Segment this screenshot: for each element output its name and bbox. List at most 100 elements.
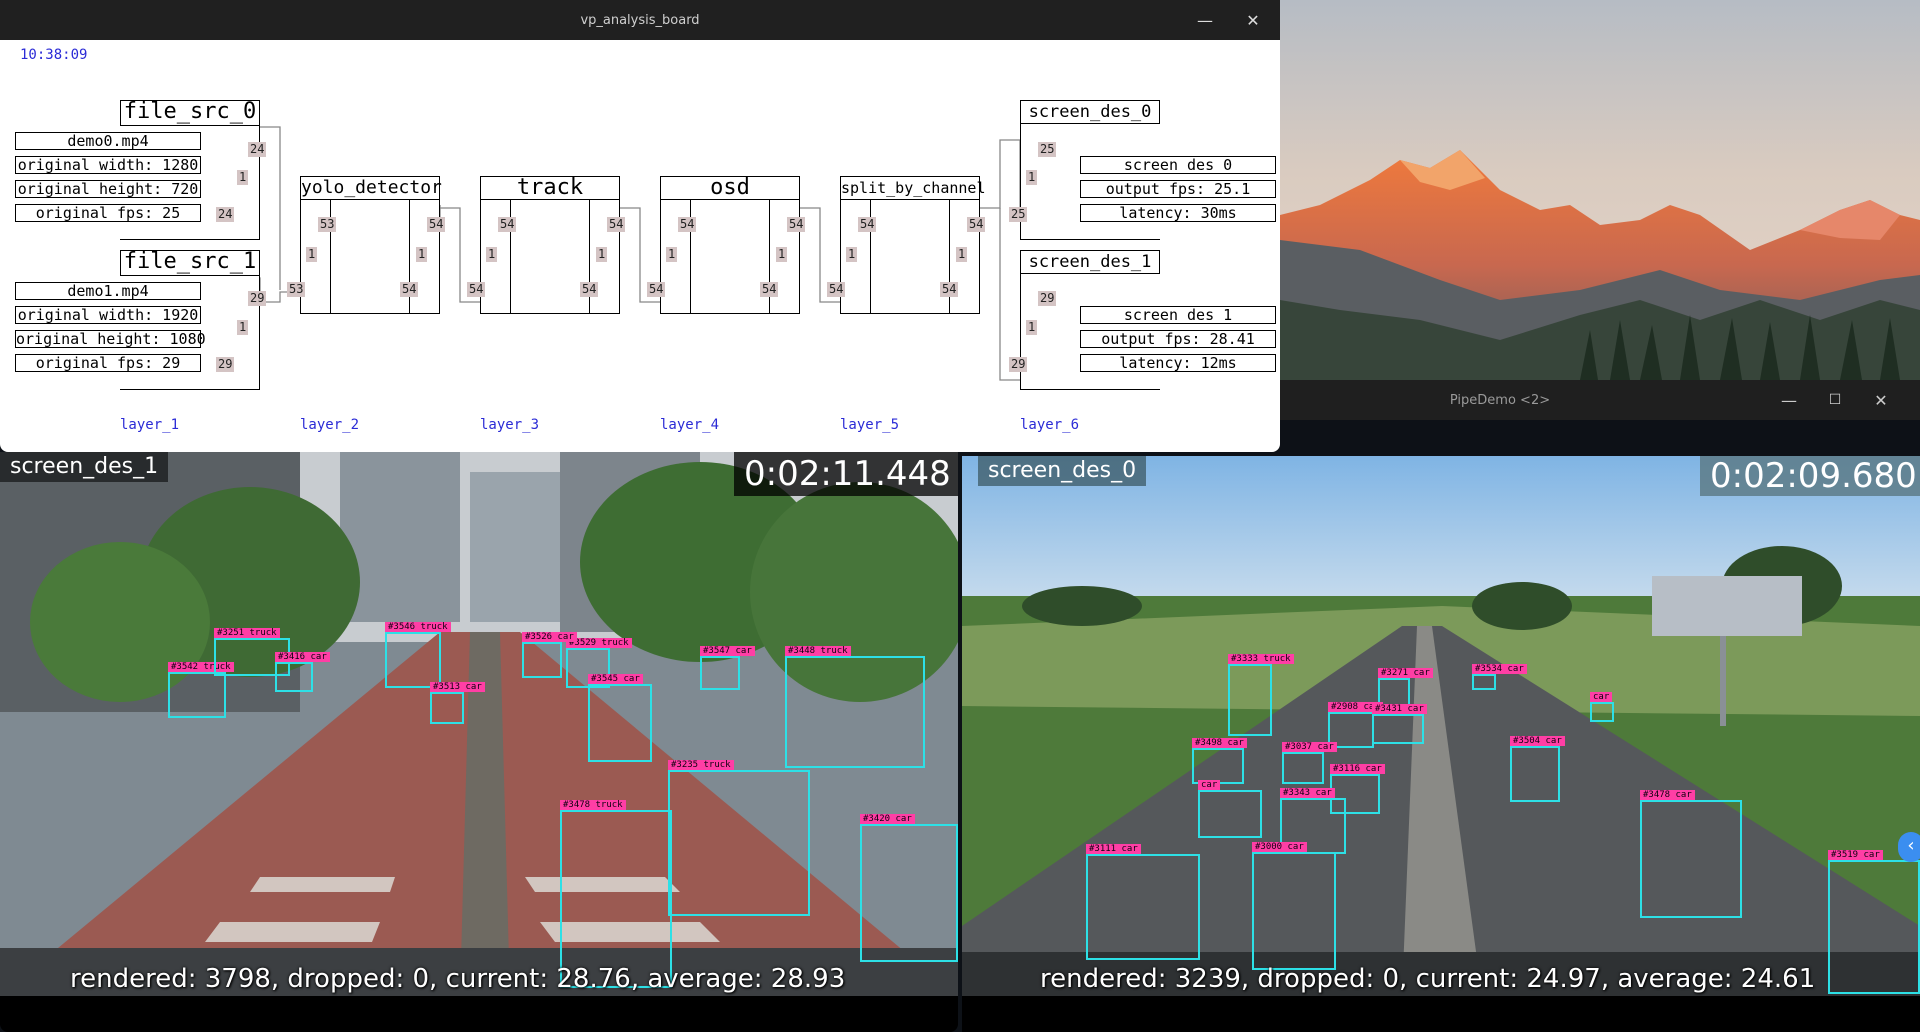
screen-des-0-prop-latency: latency: 30ms xyxy=(1080,204,1276,222)
left-detection-box xyxy=(668,770,810,916)
file-src-0-port-mid: 1 xyxy=(237,170,249,185)
node-osd-title: osd xyxy=(660,176,800,200)
left-detection-tag: #3513 car xyxy=(430,682,485,692)
board-close-button[interactable]: ✕ xyxy=(1246,10,1260,30)
right-detection-tag: car xyxy=(1590,692,1613,702)
osd-port-mid-l: 1 xyxy=(666,247,678,262)
right-detection-tag: #2908 car xyxy=(1328,702,1383,712)
screen-des-0-port-top: 25 xyxy=(1038,142,1057,157)
yolo-port-in-b: 53 xyxy=(287,282,306,297)
board-minimize-button[interactable]: — xyxy=(1197,10,1213,30)
right-video-bottom-bar xyxy=(962,996,1920,1032)
right-video-view[interactable]: #3333 truck #3534 car car #3271 car #2908 ca… xyxy=(962,456,1920,996)
layer-label-3: layer_3 xyxy=(480,417,540,433)
right-detection-box xyxy=(1590,702,1614,722)
file-src-1-prop-file: demo1.mp4 xyxy=(15,282,201,300)
left-detection-tag: #3448 truck xyxy=(785,646,851,656)
right-detection-tag: #3504 car xyxy=(1510,736,1565,746)
right-detection-tag: #3478 car xyxy=(1640,790,1695,800)
node-screen-des-1-title: screen_des_1 xyxy=(1020,250,1160,274)
right-detection-tag: car xyxy=(1198,780,1221,790)
right-detection-tag: #3431 car xyxy=(1372,704,1427,714)
node-split-core xyxy=(870,198,950,314)
layer-label-6: layer_6 xyxy=(1020,417,1080,433)
pipedemo-maximize-button[interactable]: ☐ xyxy=(1828,392,1842,408)
yolo-port-mid-r: 1 xyxy=(416,247,428,262)
right-detection-box xyxy=(1086,854,1200,960)
left-detection-tag: #3251 truck xyxy=(214,628,280,638)
right-detection-tag: #3333 truck xyxy=(1228,654,1294,664)
osd-port-out-b: 54 xyxy=(760,282,779,297)
screen-des-1-prop-latency: latency: 12ms xyxy=(1080,354,1276,372)
split-port-mid-l: 1 xyxy=(846,247,858,262)
file-src-0-prop-width: original_width: 1280 xyxy=(15,156,201,174)
right-video-stats: rendered: 3239, dropped: 0, current: 24.… xyxy=(1040,964,1816,994)
left-detection-tag: #3546 truck xyxy=(385,622,451,632)
node-split-by-channel-title: split_by_channel xyxy=(840,176,986,200)
left-video-bottom-bar xyxy=(0,996,958,1032)
track-port-mid-r: 1 xyxy=(596,247,608,262)
file-src-0-prop-fps: original_fps: 25 xyxy=(15,204,201,222)
left-detection-box xyxy=(522,642,562,678)
analysis-board-title-bar[interactable]: vp_analysis_board xyxy=(0,0,1280,40)
file-src-1-port-in: 29 xyxy=(216,357,235,372)
pipedemo-minimize-button[interactable]: — xyxy=(1781,390,1797,410)
screen-des-1-port-top: 29 xyxy=(1038,291,1057,306)
right-video-source-label: screen_des_0 xyxy=(978,456,1147,486)
track-port-out-b: 54 xyxy=(580,282,599,297)
right-detection-tag: #3534 car xyxy=(1472,664,1527,674)
left-detection-tag: #3542 truck xyxy=(168,662,234,672)
file-src-0-port-out: 24 xyxy=(248,142,267,157)
right-detection-tag: #3037 car xyxy=(1282,742,1337,752)
osd-port-mid-r: 1 xyxy=(776,247,788,262)
osd-port-out-a: 54 xyxy=(787,217,806,232)
file-src-0-port-in: 24 xyxy=(216,207,235,222)
track-port-out-a: 54 xyxy=(607,217,626,232)
left-detection-box xyxy=(385,632,441,688)
file-src-1-prop-width: original_width: 1920 xyxy=(15,306,201,324)
node-file-src-1-title: file_src_1 xyxy=(120,250,260,276)
layer-label-4: layer_4 xyxy=(660,417,720,433)
right-detection-box xyxy=(1192,748,1244,784)
right-detection-tag: #3498 car xyxy=(1192,738,1247,748)
desktop-wallpaper xyxy=(1280,0,1920,380)
split-port-out-b: 54 xyxy=(940,282,959,297)
right-detection-tag: #3271 car xyxy=(1378,668,1433,678)
screen-des-0-port-mid: 1 xyxy=(1026,170,1038,185)
left-detection-tag: #3529 truck xyxy=(566,638,632,648)
yolo-port-mid-l: 1 xyxy=(306,247,318,262)
node-yolo-detector-core xyxy=(330,198,410,314)
left-detection-tag: #3420 car xyxy=(860,814,915,824)
left-video-view[interactable]: #3542 truck#3251 truck#3416 car#3546 tru… xyxy=(0,452,958,996)
collapse-side-panel-button[interactable]: ‹ xyxy=(1898,832,1920,862)
layer-label-5: layer_5 xyxy=(840,417,900,433)
right-detection-tag: #3116 car xyxy=(1330,764,1385,774)
file-src-1-port-mid: 1 xyxy=(237,320,249,335)
left-detection-box xyxy=(700,656,740,690)
pipedemo-close-button[interactable]: ✕ xyxy=(1874,390,1888,410)
screen-des-1-port-mid: 1 xyxy=(1026,320,1038,335)
node-track-title: track xyxy=(480,176,620,200)
node-screen-des-0-title: screen_des_0 xyxy=(1020,100,1160,124)
split-port-out-a: 54 xyxy=(967,217,986,232)
left-detection-box xyxy=(860,824,958,962)
screen-des-1-prop-name: screen_des_1 xyxy=(1080,306,1276,324)
track-port-in-b: 54 xyxy=(467,282,486,297)
osd-port-in-a: 54 xyxy=(678,217,697,232)
right-detection-box xyxy=(1372,714,1424,744)
screen-des-1-port-in: 29 xyxy=(1009,357,1028,372)
osd-port-in-b: 54 xyxy=(647,282,666,297)
split-port-in-b: 54 xyxy=(827,282,846,297)
file-src-1-prop-height: original_height: 1080 xyxy=(15,330,206,348)
pipedemo-window: PipeDemo <2> — ☐ ✕ xyxy=(1280,380,1920,420)
track-port-in-a: 54 xyxy=(498,217,517,232)
node-track-core xyxy=(510,198,590,314)
pipedemo-title-bar[interactable]: PipeDemo <2> xyxy=(1280,380,1920,420)
file-src-1-prop-fps: original_fps: 29 xyxy=(15,354,201,372)
yolo-port-out-a: 54 xyxy=(427,217,446,232)
right-detection-tag: #3519 car xyxy=(1828,850,1883,860)
mountain-landscape-image xyxy=(1280,0,1920,380)
right-detection-tag: #3000 car xyxy=(1252,842,1307,852)
right-detection-box xyxy=(1198,790,1262,838)
left-video-timestamp: 0:02:11.448 xyxy=(734,452,958,496)
